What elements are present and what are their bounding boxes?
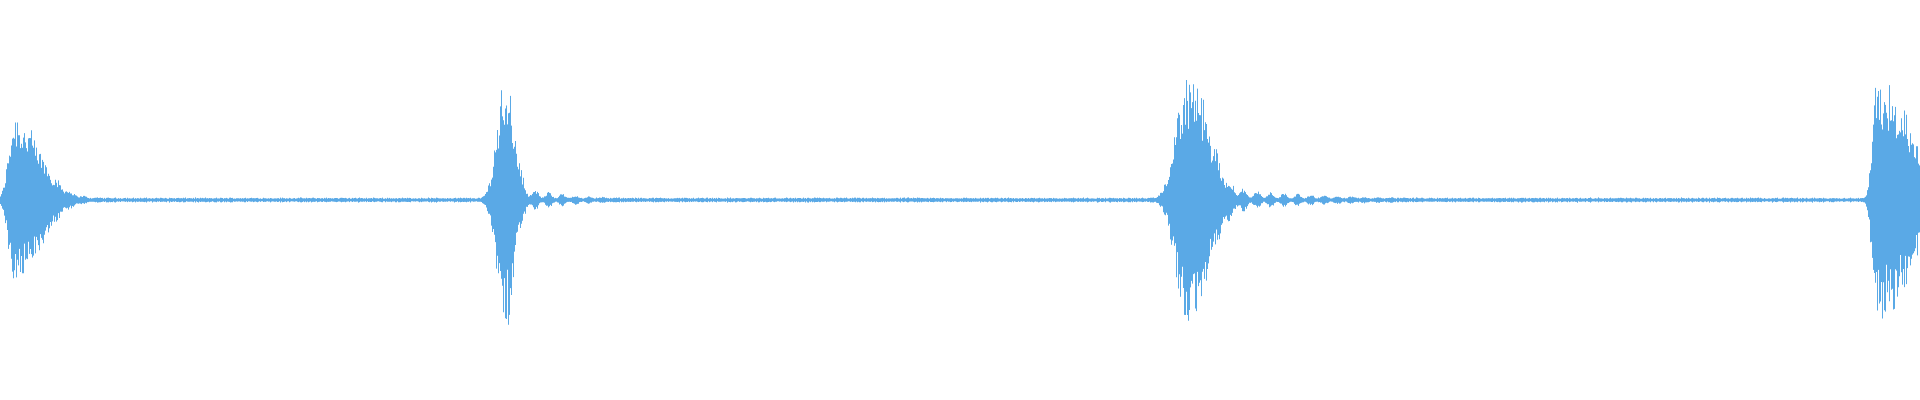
waveform-signal <box>0 80 1920 325</box>
